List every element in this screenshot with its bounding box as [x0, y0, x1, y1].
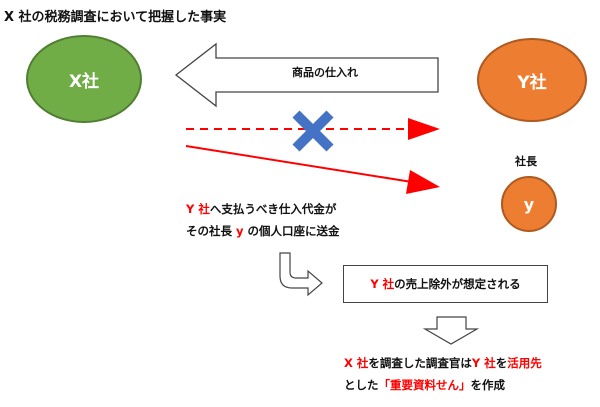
conclusion-text: を: [495, 356, 508, 370]
goods-purchase-arrow: [174, 42, 439, 108]
president-ref: y: [236, 224, 244, 238]
remittance-line-2: その社長 y の個人口座に送金: [186, 220, 340, 242]
conclusion-text: とした: [344, 378, 379, 392]
actual-payment-arrowhead: [406, 170, 440, 194]
x-company-node: X社: [26, 35, 142, 123]
y-company-ref: Y 社: [370, 277, 395, 291]
x-company-ref: X 社: [344, 356, 369, 370]
conclusion-text: を作成: [470, 378, 506, 392]
goods-purchase-label: 商品の仕入れ: [292, 66, 358, 79]
remittance-line-1: Y 社へ支払うべき仕入代金が: [186, 198, 340, 220]
remittance-text: の個人口座に送金: [243, 224, 340, 238]
cross-icon: [292, 110, 334, 152]
remittance-note: Y 社へ支払うべき仕入代金が その社長 y の個人口座に送金: [186, 198, 340, 242]
diagram-title: X 社の税務調査において把握した事実: [4, 10, 227, 25]
actual-payment-line: [185, 145, 413, 183]
president-label: 社長: [515, 155, 537, 168]
y-company-ref: Y 社: [186, 202, 210, 216]
expected-payment-arrowhead: [408, 118, 440, 140]
down-arrow-icon: [422, 316, 480, 345]
y-company-ref: Y 社: [471, 356, 496, 370]
conclusion-text: を調査した調査官は: [368, 356, 472, 370]
y-company-node: Y社: [477, 38, 587, 122]
conclusion-line-2: とした「重要資料せん」を作成: [344, 374, 542, 396]
expectation-box: Y 社の売上除外が想定される: [343, 265, 548, 303]
remittance-text: へ支払うべき仕入代金が: [209, 202, 337, 216]
conclusion-note: X 社を調査した調査官はY 社を活用先 とした「重要資料せん」を作成: [344, 352, 542, 396]
remittance-text: その社長: [186, 224, 237, 238]
important-document-ref: 「重要資料せん」: [378, 378, 471, 392]
expectation-text: の売上除外が想定される: [394, 277, 521, 291]
president-node: y: [501, 176, 557, 232]
target-ref: 活用先: [507, 356, 542, 370]
curved-arrow-icon: [279, 252, 323, 297]
conclusion-line-1: X 社を調査した調査官はY 社を活用先: [344, 352, 542, 374]
